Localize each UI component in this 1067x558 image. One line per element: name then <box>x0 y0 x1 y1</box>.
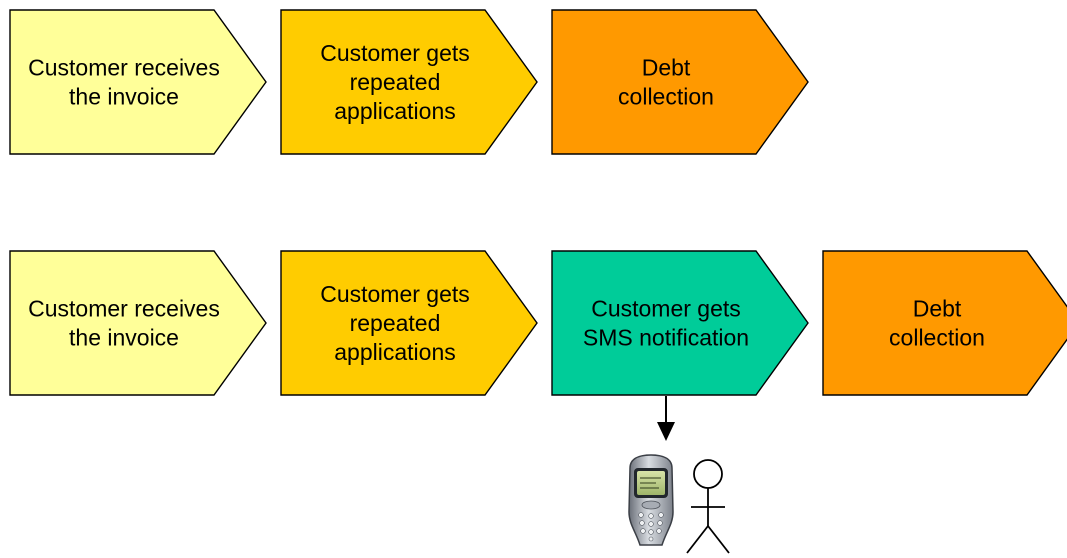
flow-top: Customer receives the invoice Customer get… <box>9 9 809 155</box>
step-repeated-applications-label: Customer gets <box>320 40 470 66</box>
step-receives-invoice-label: Customer receives <box>28 55 220 81</box>
step-debt-collection-shape <box>822 250 1067 396</box>
step-sms-notification-label: SMS notification <box>583 325 749 351</box>
step-receives-invoice-shape <box>9 250 267 396</box>
step-receives-invoice-label: the invoice <box>69 325 179 351</box>
step-debt-collection-label: Debt <box>913 296 962 322</box>
stick-figure-icon <box>686 459 730 554</box>
step-debt-collection-shape <box>551 9 809 155</box>
step-repeated-applications-label: applications <box>334 98 455 124</box>
step-receives-invoice-shape <box>9 9 267 155</box>
step-debt-collection-label: collection <box>889 325 985 351</box>
step-repeated-applications-shape <box>280 9 538 155</box>
step-repeated-applications-shape <box>280 250 538 396</box>
step-repeated-applications-label: repeated <box>350 310 441 336</box>
step-sms-notification-label: Customer gets <box>591 296 741 322</box>
flow-bottom: Customer receives the invoice Customer get… <box>9 250 1067 396</box>
step-sms-notification-shape <box>551 250 809 396</box>
arrowhead-icon <box>657 422 675 441</box>
step-receives-invoice-label: the invoice <box>69 84 179 110</box>
step-debt-collection-label: collection <box>618 84 714 110</box>
step-repeated-applications-label: repeated <box>350 69 441 95</box>
step-receives-invoice-label: Customer receives <box>28 296 220 322</box>
step-debt-collection-label: Debt <box>642 55 691 81</box>
mobile-phone-icon <box>628 454 674 546</box>
step-repeated-applications-label: Customer gets <box>320 281 470 307</box>
step-repeated-applications-label: applications <box>334 339 455 365</box>
